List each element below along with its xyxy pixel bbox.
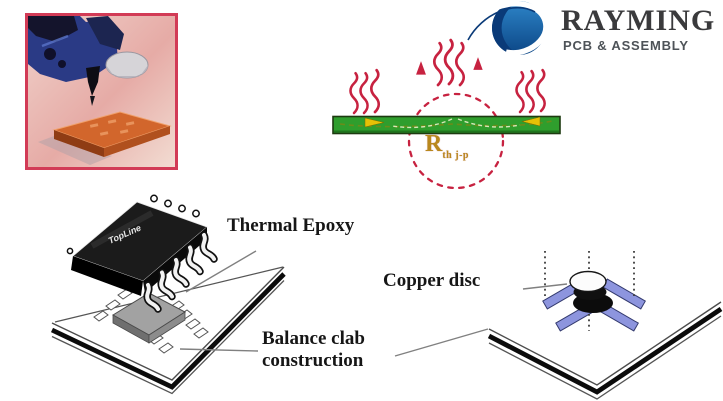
heat-path-left bbox=[391, 118, 453, 129]
resistance-symbol: R bbox=[425, 131, 443, 157]
rising-heat-arrows bbox=[416, 57, 483, 98]
logo-globe bbox=[462, 0, 556, 58]
dispenser-machine bbox=[28, 16, 124, 82]
thermal-epoxy-label: Thermal Epoxy bbox=[227, 215, 355, 236]
thermal-resistance-label: Rth j-p bbox=[425, 131, 469, 161]
balance-leader-right bbox=[394, 328, 489, 357]
dispenser-photo-art bbox=[28, 16, 175, 167]
brand-name: RAYMING bbox=[561, 4, 716, 37]
heat-path-right bbox=[457, 118, 521, 128]
balance-clad-label: Balance clab construction bbox=[262, 328, 365, 372]
balance-clad-label-line1: Balance clab bbox=[262, 328, 365, 349]
thermal-epoxy-diagram: TopLine bbox=[50, 194, 489, 395]
copper-disc-diagram bbox=[487, 251, 723, 400]
thermal-epoxy-pad bbox=[112, 292, 186, 344]
heat-waves-middle-icon bbox=[432, 38, 466, 87]
centerline-dotted-lines bbox=[544, 251, 635, 331]
board-shadow bbox=[38, 136, 112, 165]
copper-leader-line bbox=[522, 283, 568, 290]
epoxy-leader-line bbox=[185, 250, 257, 293]
pcb-cross-section-bar bbox=[332, 115, 561, 135]
soic-chip: TopLine bbox=[66, 194, 214, 309]
left-board-clad-edge bbox=[50, 266, 286, 395]
balance-leader-left bbox=[179, 348, 259, 352]
thermal-resistance-diagram bbox=[332, 38, 561, 190]
resistance-subscript: th j-p bbox=[442, 150, 469, 161]
right-board-clad-edge bbox=[487, 301, 723, 400]
brand-tagline: PCB & ASSEMBLY bbox=[563, 38, 689, 53]
copper-disc-label: Copper disc bbox=[383, 270, 481, 291]
heat-flow-dashes bbox=[339, 120, 553, 128]
heat-waves-left-icon bbox=[349, 68, 381, 115]
pcb-pads-texture bbox=[89, 119, 135, 136]
heat-arrow-right-icon bbox=[364, 117, 385, 128]
heat-arrow-left-icon bbox=[521, 116, 541, 127]
chip-front-face bbox=[71, 256, 143, 296]
globe-icon bbox=[462, 1, 549, 56]
dispenser-photo bbox=[25, 13, 178, 170]
heat-waves-right-icon bbox=[515, 68, 546, 114]
chip-back-lead-tips bbox=[66, 194, 200, 255]
dispenser-nozzle bbox=[86, 66, 100, 106]
thermal-resistance-dashed-circle bbox=[407, 92, 505, 190]
balance-clad-label-line2: construction bbox=[262, 350, 364, 371]
orange-pcb bbox=[52, 111, 172, 157]
chip-sheen bbox=[90, 210, 154, 249]
copper-disc bbox=[569, 270, 613, 313]
